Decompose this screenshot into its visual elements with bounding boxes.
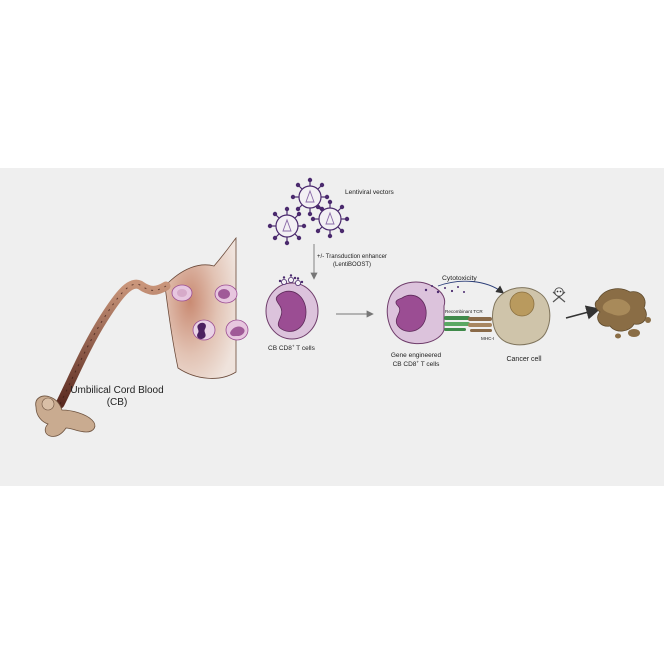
transduction-enhancer-label: +/- Transduction enhancer (317, 254, 387, 260)
cb-cd8-tcells-label: CB CD8+ T cells (268, 344, 316, 353)
placenta-illustration (164, 236, 237, 379)
gene-engineered-tcells-label: CB CD8+ T cells (393, 360, 441, 369)
baby-illustration (35, 395, 96, 437)
cytotoxic-granules (424, 285, 465, 294)
cb-cd8-tcell (265, 274, 319, 340)
cytotoxicity-arrow (437, 280, 505, 294)
mhc-label: MHC-I (481, 336, 494, 341)
cell-death-arrow (565, 305, 601, 320)
lentiviral-vectors (267, 177, 350, 246)
dead-cancer-cell (594, 288, 651, 339)
bound-virus-particles (278, 274, 304, 286)
lentivirus-particle (310, 199, 350, 239)
lentiboost-label: (LentiBOOST) (333, 262, 371, 268)
umbilical-cord (55, 279, 171, 409)
gene-engineered-tcell (386, 281, 465, 345)
recombinant-tcr-label: Recombinant TCR (445, 309, 483, 314)
gene-engineered-label: Gene engineered (391, 352, 442, 359)
umbilical-cord-blood-abbrev: (CB) (107, 397, 128, 408)
cancer-cell-label: Cancer cell (506, 356, 541, 363)
blood-cells (171, 284, 249, 341)
tcr-mhc-synapse (444, 316, 492, 332)
lentivirus-particle (267, 206, 307, 246)
cancer-cell (492, 287, 551, 346)
lentiviral-vectors-label: Lentiviral vectors (345, 189, 395, 196)
umbilical-cord-blood-label: Umbilical Cord Blood (70, 385, 163, 396)
cytotoxicity-label: Cytotoxicity (442, 275, 477, 282)
skull-icon (552, 287, 566, 303)
